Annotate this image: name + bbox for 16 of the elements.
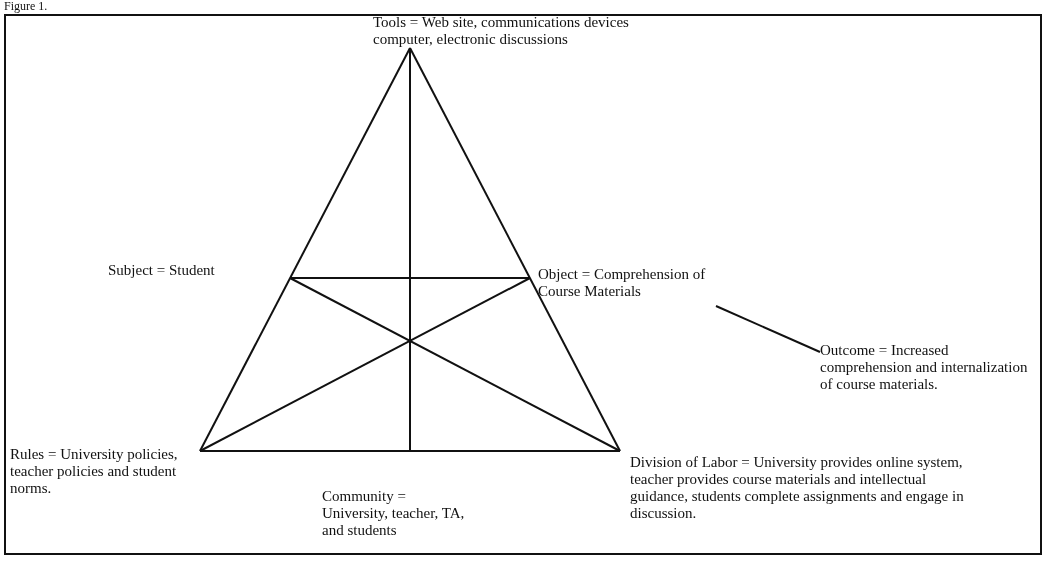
connector-line xyxy=(199,277,531,452)
connector-line xyxy=(199,450,621,452)
figure-title: Figure 1. xyxy=(4,0,48,13)
node-label: Subject = Student xyxy=(108,262,215,279)
connector-line xyxy=(409,47,411,452)
connector-line xyxy=(409,47,621,452)
node-label: Rules = University policies, teacher policies and student norms. xyxy=(10,446,200,497)
connector-line xyxy=(289,277,531,279)
node-label: Tools = Web site, communications devices computer, electronic discussions xyxy=(373,14,673,48)
node-label: Division of Labor = University provides online system, teacher provides course materials and intellectual guidance, students complete assignments and engage in discussion. xyxy=(620,446,970,522)
connector-line xyxy=(715,305,821,353)
node-label: Outcome = Increased comprehension and internalization of course materials. xyxy=(820,342,1035,393)
node-label: Object = Comprehension of Course Materials xyxy=(530,266,740,306)
connector-line xyxy=(199,47,411,452)
node-label: Community = University, teacher, TA, and students xyxy=(322,451,472,539)
connector-line xyxy=(289,277,621,452)
